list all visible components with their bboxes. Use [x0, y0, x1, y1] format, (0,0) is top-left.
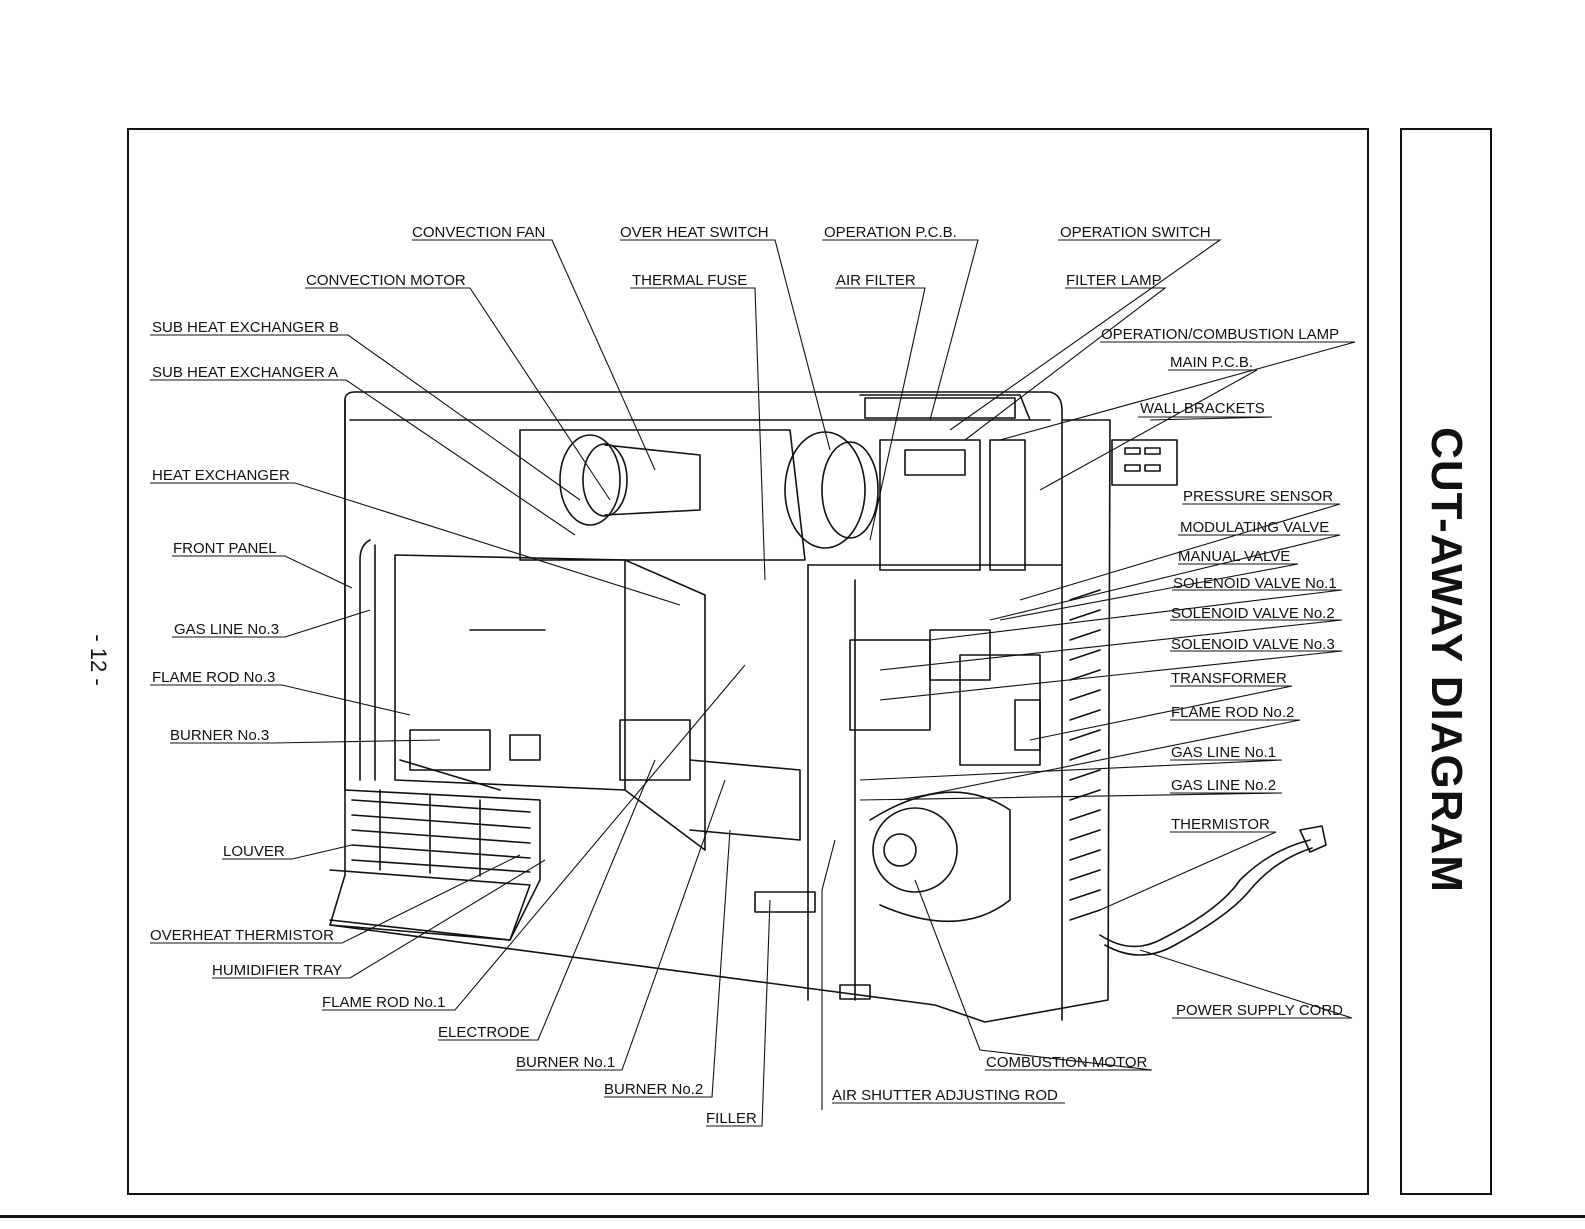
label-electrode: ELECTRODE	[438, 1024, 530, 1041]
combustion-motor-body	[872, 807, 958, 893]
filler-box	[754, 891, 816, 913]
leader-lines	[150, 239, 1356, 1127]
label-power-supply-cord: POWER SUPPLY CORD	[1176, 1002, 1343, 1019]
label-wall-brackets: WALL BRACKETS	[1140, 400, 1265, 417]
label-pressure-sensor: PRESSURE SENSOR	[1183, 488, 1334, 505]
burner-assembly	[409, 729, 491, 771]
label-air-shutter-adjusting-rod: AIR SHUTTER ADJUSTING ROD	[832, 1087, 1058, 1104]
label-solenoid-valve-3: SOLENOID VALVE No.3	[1171, 636, 1335, 653]
label-main-pcb: MAIN P.C.B.	[1170, 354, 1254, 371]
label-sub-heat-exchanger-b: SUB HEAT EXCHANGER B	[152, 319, 339, 336]
label-thermistor: THERMISTOR	[1171, 816, 1270, 833]
label-gas-line-3: GAS LINE No.3	[174, 621, 280, 638]
cabinet-outline	[329, 391, 1111, 1023]
label-filter-lamp: FILTER LAMP	[1066, 272, 1162, 289]
label-convection-motor: CONVECTION MOTOR	[306, 272, 466, 289]
label-air-filter: AIR FILTER	[836, 272, 916, 289]
label-operation-combustion-lamp: OPERATION/COMBUSTION LAMP	[1101, 326, 1340, 343]
label-operation-pcb: OPERATION P.C.B.	[824, 224, 957, 241]
label-humidifier-tray: HUMIDIFIER TRAY	[212, 962, 343, 979]
label-manual-valve: MANUAL VALVE	[1178, 548, 1291, 565]
front-louver-grille	[351, 789, 531, 877]
convection-fan	[559, 434, 621, 526]
label-over-heat-switch: OVER HEAT SWITCH	[620, 224, 769, 241]
transformer-block	[959, 654, 1041, 766]
label-flame-rod-1: FLAME ROD No.1	[322, 994, 446, 1011]
label-sub-heat-exchanger-a: SUB HEAT EXCHANGER A	[152, 364, 339, 381]
title-frame	[1400, 128, 1492, 1195]
power-cord	[1099, 839, 1311, 948]
label-gas-line-1: GAS LINE No.1	[1171, 744, 1277, 761]
humidifier-tray-shape	[329, 869, 531, 941]
label-combustion-motor: COMBUSTION MOTOR	[986, 1054, 1148, 1071]
label-louver: LOUVER	[223, 843, 285, 860]
label-burner-1: BURNER No.1	[516, 1054, 616, 1071]
control-panel	[864, 397, 1016, 419]
label-solenoid-valve-1: SOLENOID VALVE No.1	[1173, 575, 1337, 592]
label-modulating-valve: MODULATING VALVE	[1180, 519, 1330, 536]
label-front-panel: FRONT PANEL	[173, 540, 277, 557]
label-flame-rod-3: FLAME ROD No.3	[152, 669, 276, 686]
side-louvers	[1069, 589, 1101, 921]
label-transformer: TRANSFORMER	[1171, 670, 1287, 687]
label-burner-3: BURNER No.3	[170, 727, 270, 744]
main-pcb-board	[879, 439, 981, 571]
label-overheat-thermistor: OVERHEAT THERMISTOR	[150, 927, 334, 944]
wall-bracket	[1111, 439, 1178, 486]
label-filler: FILLER	[706, 1110, 757, 1127]
gas-valve-block	[849, 639, 931, 731]
label-solenoid-valve-2: SOLENOID VALVE No.2	[1171, 605, 1335, 622]
label-burner-2: BURNER No.2	[604, 1081, 704, 1098]
convection-fan-housing	[519, 429, 806, 561]
label-convection-fan: CONVECTION FAN	[412, 224, 546, 241]
label-gas-line-2: GAS LINE No.2	[1171, 777, 1277, 794]
label-operation-switch: OPERATION SWITCH	[1060, 224, 1211, 241]
label-heat-exchanger: HEAT EXCHANGER	[152, 467, 290, 484]
label-thermal-fuse: THERMAL FUSE	[632, 272, 748, 289]
bottom-rule	[0, 1215, 1585, 1218]
diagram-frame	[127, 128, 1369, 1195]
label-flame-rod-2: FLAME ROD No.2	[1171, 704, 1295, 721]
